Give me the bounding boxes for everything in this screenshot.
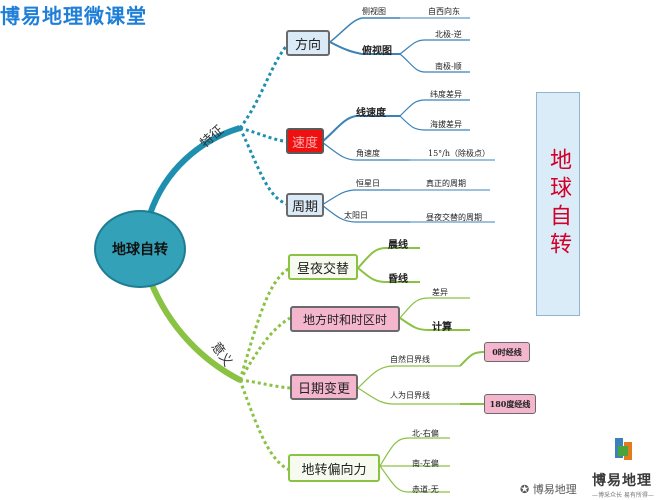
brand-slogan: —博采众长 易有所得— <box>592 492 654 499</box>
label-north-right: 北-右偏 <box>412 429 439 438</box>
brand-name: 博易地理 <box>592 473 652 489</box>
label-west-east: 自西向东 <box>428 7 460 16</box>
label-angular-speed: 角速度 <box>356 149 380 158</box>
node-local-time: 地方时和时区时 <box>290 306 400 332</box>
wechat-account: ✪ 博易地理 <box>520 483 577 496</box>
label-sidereal-day: 恒星日 <box>356 179 380 188</box>
label-day-night-period: 昼夜交替的周期 <box>426 213 482 222</box>
label-north-pole: 北极-逆 <box>435 30 462 39</box>
node-direction: 方向 <box>286 30 330 56</box>
node-day-night: 昼夜交替 <box>288 254 358 280</box>
central-topic: 地球自转 <box>94 210 186 288</box>
label-calculation: 计算 <box>432 322 452 333</box>
label-top-view: 俯视图 <box>362 46 392 57</box>
label-dusk-line: 昏线 <box>388 274 408 285</box>
node-meridian-180: 180度经线 <box>484 394 536 414</box>
node-date-change: 日期变更 <box>290 374 358 400</box>
node-deflection: 地转偏向力 <box>288 454 380 482</box>
label-natural-date-line: 自然日界线 <box>390 355 430 364</box>
label-alt-diff: 海拔差异 <box>430 120 462 129</box>
label-south-left: 南-左偏 <box>412 459 439 468</box>
label-artificial-date-line: 人为日界线 <box>390 391 430 400</box>
node-speed: 速度 <box>286 128 324 154</box>
label-angular-value: 15°/h（除极点） <box>428 149 491 158</box>
node-period: 周期 <box>286 193 324 217</box>
label-terminator: 晨线 <box>388 240 408 251</box>
label-south-pole: 南极-顺 <box>435 62 462 71</box>
label-linear-speed: 线速度 <box>356 108 386 119</box>
label-true-period: 真正的周期 <box>426 179 466 188</box>
label-equator-none: 赤道-无 <box>412 485 439 494</box>
node-zero-meridian: 0时经线 <box>484 342 530 362</box>
label-side-view: 侧视图 <box>362 7 386 16</box>
label-lat-diff: 纬度差异 <box>430 90 462 99</box>
page-title: 博易地理微课堂 <box>0 4 147 28</box>
side-title-panel: 地球自转 <box>536 92 580 316</box>
label-solar-day: 太阳日 <box>344 211 368 220</box>
label-difference: 差异 <box>432 288 448 297</box>
brand-logo-icon <box>612 436 638 464</box>
